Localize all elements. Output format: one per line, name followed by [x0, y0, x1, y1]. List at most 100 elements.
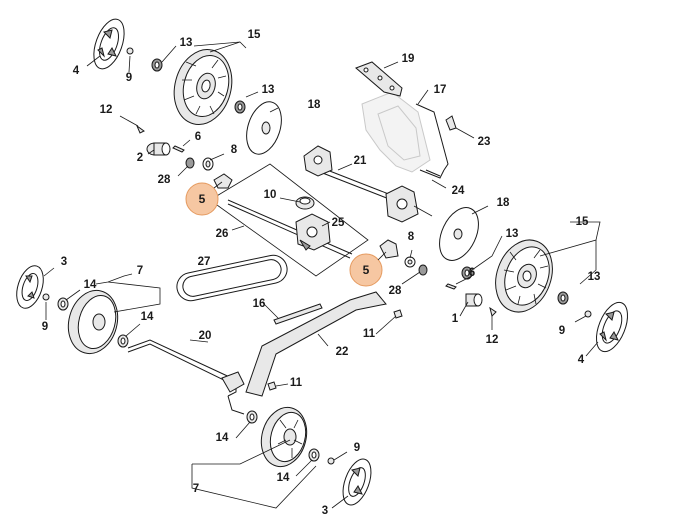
gearbox-25	[295, 213, 331, 251]
pin-6-a	[172, 145, 185, 153]
part-label: 14	[216, 432, 229, 444]
part-label: 24	[452, 185, 465, 197]
part-label: 13	[262, 84, 275, 96]
bushing-14-b	[117, 334, 129, 348]
bracket-19	[355, 61, 403, 97]
part-label: 13	[506, 228, 519, 240]
part-label: 3	[61, 256, 67, 268]
assembly-box-26	[209, 163, 369, 277]
screw-9-d	[327, 457, 335, 465]
belt-27	[176, 254, 288, 302]
part-label: 13	[180, 37, 193, 49]
part-labels: 13 15 4 9 13 18 12 6 2 8 28 19 17 23 21 …	[42, 29, 601, 517]
spring-16	[273, 303, 323, 325]
shaft-26	[227, 199, 353, 259]
screw-9-b	[42, 293, 50, 301]
part-label: 8	[408, 231, 415, 243]
washer-8-a	[202, 157, 214, 171]
wheel-top	[173, 49, 233, 125]
bearing-13-d	[557, 291, 569, 305]
wheel-left	[67, 289, 119, 355]
highlight-circle	[349, 253, 383, 287]
part-label: 1	[452, 313, 459, 325]
part-label: 10	[264, 189, 277, 201]
screw-9-a	[126, 47, 134, 55]
screw-9-c	[584, 310, 592, 318]
axle-20	[127, 339, 245, 415]
part-label: 6	[469, 267, 475, 279]
bushing-14-a	[57, 297, 69, 311]
part-label: 4	[73, 65, 80, 77]
callout-number: 5	[363, 263, 370, 277]
part-label: 22	[336, 346, 349, 358]
part-label: 18	[497, 197, 510, 209]
lever-22	[245, 291, 387, 397]
part-label: 7	[193, 483, 199, 495]
hubcap-bottom	[342, 458, 372, 506]
callout-5-b: 5	[349, 251, 387, 287]
part-label: 9	[42, 321, 48, 333]
part-label: 7	[137, 265, 143, 277]
wheel-bottom	[260, 406, 308, 468]
part-label: 13	[588, 271, 601, 283]
clip-12-a	[135, 124, 145, 134]
part-label: 12	[100, 104, 113, 116]
part-label: 9	[559, 325, 565, 337]
part-label: 11	[363, 328, 376, 340]
rod-17	[415, 103, 449, 179]
hubcap-top-left	[93, 18, 125, 70]
part-label: 17	[434, 84, 447, 96]
part-label: 15	[576, 216, 589, 228]
part-label: 20	[199, 330, 212, 342]
disc-18-b	[439, 207, 479, 261]
part-label: 26	[216, 228, 229, 240]
washer-28-a	[185, 157, 195, 169]
bearing-13-a	[151, 58, 163, 72]
part-label: 9	[354, 442, 360, 454]
part-label: 14	[84, 279, 97, 291]
disc-18-a	[246, 101, 282, 155]
part-label: 14	[277, 472, 290, 484]
part-label: 9	[126, 72, 132, 84]
part-label: 12	[486, 334, 499, 346]
ghost-housing	[361, 91, 431, 173]
bushing-14-d	[308, 448, 320, 462]
washer-28-b	[418, 264, 428, 276]
rod-24	[425, 169, 441, 177]
part-label: 25	[332, 217, 345, 229]
gearbox-left	[303, 145, 333, 177]
hubcap-right	[596, 301, 628, 353]
hubcap-left	[16, 265, 44, 309]
highlight-circle	[185, 182, 219, 216]
part-label: 6	[195, 131, 201, 143]
part-label: 11	[290, 377, 303, 389]
gearbox-right	[385, 185, 433, 223]
part-label: 15	[248, 29, 261, 41]
part-label: 21	[354, 155, 367, 167]
gear-10	[295, 196, 315, 210]
gear-1	[465, 293, 483, 307]
part-label: 28	[389, 285, 402, 297]
part-label: 2	[137, 152, 143, 164]
leader-lines	[43, 41, 601, 509]
bushing-14-c	[246, 410, 258, 424]
part-label: 14	[141, 311, 154, 323]
clip-12-b	[489, 306, 497, 317]
pin-6-b	[445, 283, 457, 290]
spring-23	[445, 115, 457, 131]
part-label: 3	[322, 505, 328, 517]
bearing-13-b	[234, 100, 246, 114]
part-label: 8	[231, 144, 238, 156]
part-label: 27	[198, 256, 211, 268]
bearing-13-c	[461, 266, 473, 280]
screw-11-b	[267, 381, 277, 391]
part-label: 23	[478, 136, 491, 148]
part-label: 4	[578, 354, 585, 366]
part-label: 18	[308, 99, 321, 111]
part-label: 16	[253, 298, 266, 310]
callout-5-a: 5	[185, 181, 223, 216]
wheel-right	[495, 239, 553, 313]
callout-number: 5	[199, 192, 206, 206]
gear-2	[146, 142, 171, 156]
